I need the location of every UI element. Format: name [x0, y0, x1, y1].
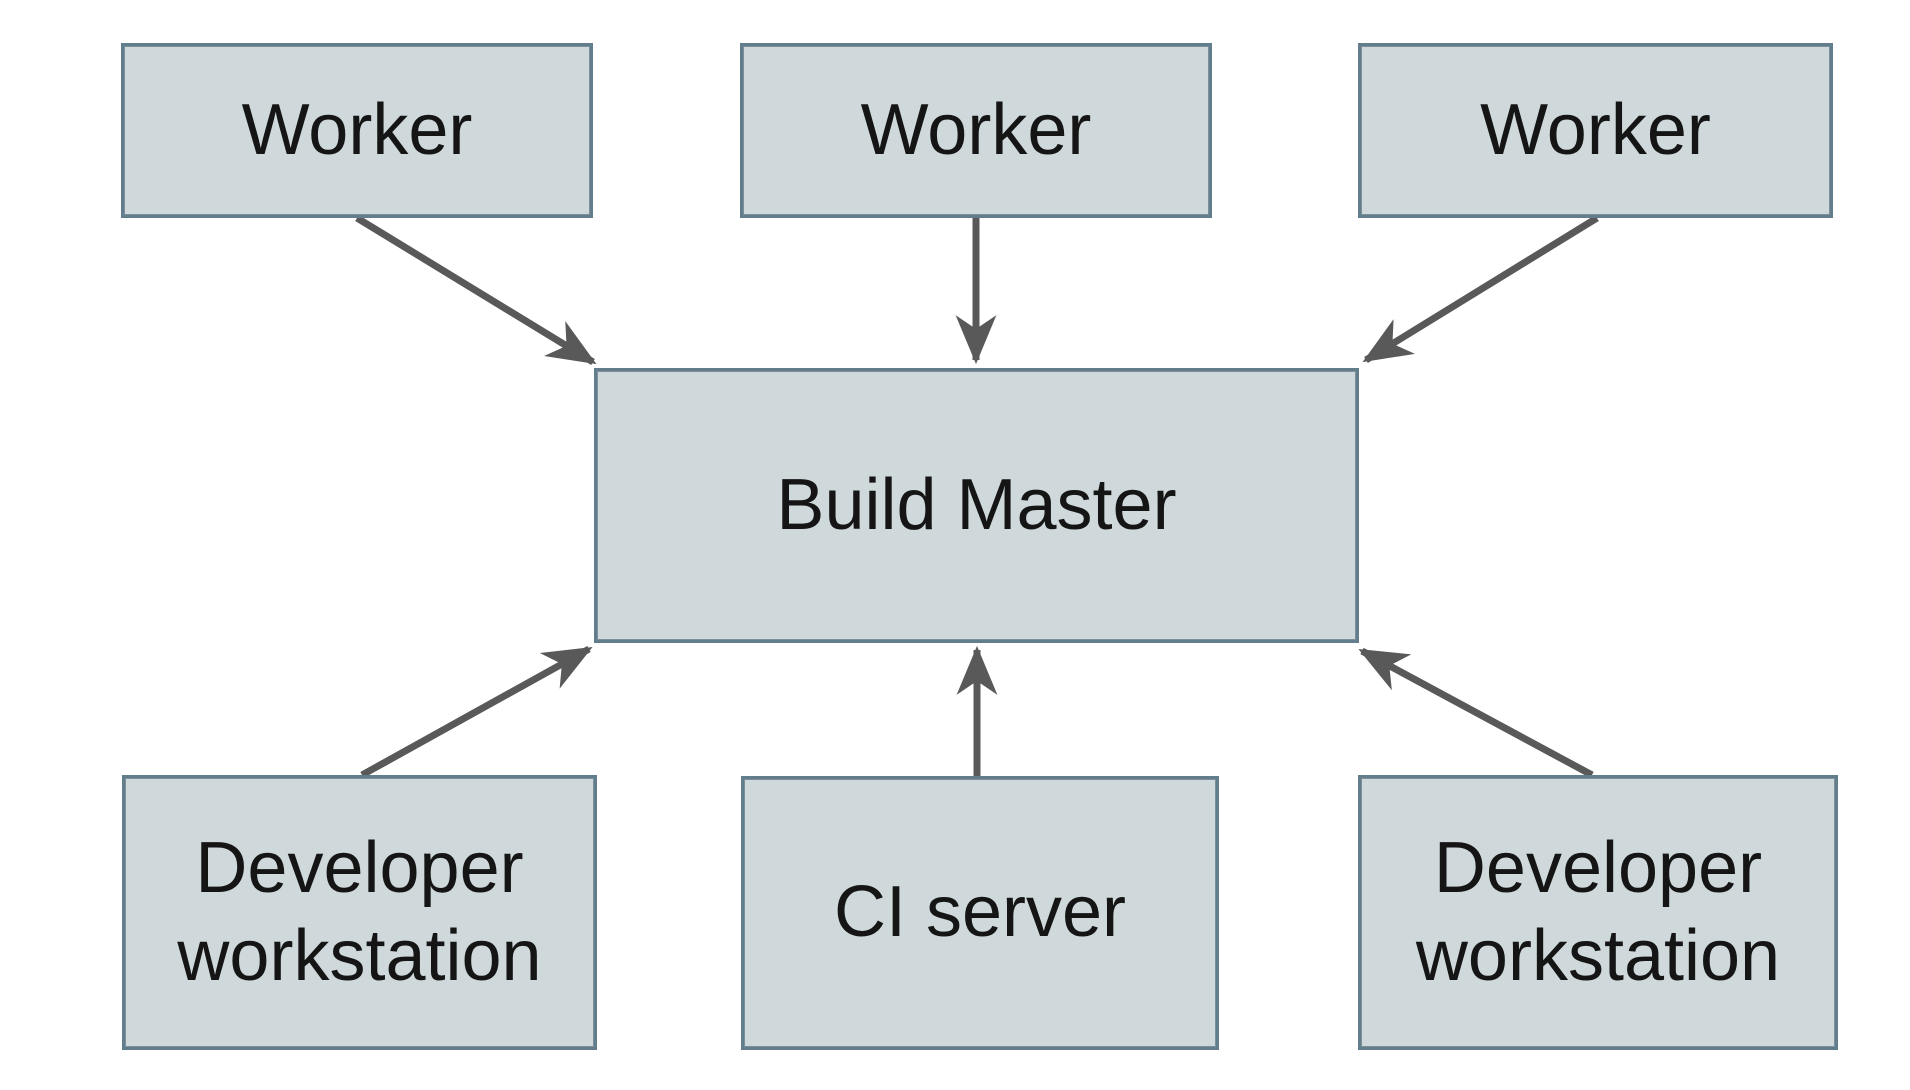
- node-developer-workstation-2-label: Developer workstation: [1415, 827, 1781, 996]
- arrow-dev-ws-1-to-build-master: [360, 645, 593, 779]
- node-developer-workstation-1-label: Developer workstation: [177, 827, 542, 996]
- node-build-master-label: Build Master: [776, 464, 1177, 545]
- arrow-worker-3-to-build-master: [1362, 215, 1599, 363]
- arrow-worker-1-to-build-master: [355, 215, 597, 365]
- node-developer-workstation-1: Developer workstation: [122, 775, 597, 1050]
- node-developer-workstation-2: Developer workstation: [1358, 775, 1838, 1050]
- node-build-master: Build Master: [594, 368, 1359, 643]
- node-ci-server-label: CI server: [833, 872, 1127, 953]
- arrow-dev-ws-2-to-build-master: [1358, 647, 1594, 779]
- node-worker-2-label: Worker: [860, 89, 1092, 170]
- node-ci-server: CI server: [741, 776, 1219, 1050]
- node-worker-1-label: Worker: [241, 89, 473, 170]
- node-worker-3-label: Worker: [1480, 89, 1711, 170]
- node-worker-2: Worker: [740, 43, 1212, 218]
- node-worker-3: Worker: [1358, 43, 1833, 218]
- node-worker-1: Worker: [121, 43, 593, 218]
